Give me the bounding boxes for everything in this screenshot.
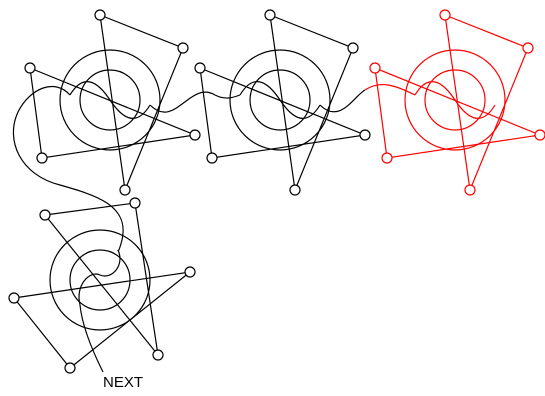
outer-ring: [59, 49, 161, 151]
outer-ring: [49, 229, 151, 331]
connector-path-next-tail: [79, 304, 104, 373]
inner-ring: [424, 69, 486, 131]
star-point-dots: [369, 9, 545, 196]
star-triangle-down: [29, 67, 198, 159]
star-triangle-up: [269, 14, 354, 193]
star-circle-motif-2: [194, 9, 371, 196]
star-circle-motif-1: [24, 9, 201, 196]
outer-ring: [404, 49, 506, 151]
star-triangle-down: [374, 67, 543, 159]
connector-path-2-to-3: [319, 89, 366, 113]
inner-ring: [249, 69, 311, 131]
outer-ring: [229, 49, 331, 151]
inner-ring: [69, 249, 131, 311]
star-point-dots: [24, 9, 201, 196]
star-triangle-up: [99, 14, 184, 193]
inner-s-curve: [78, 249, 121, 306]
connector-path-2-to-3-red: [364, 83, 416, 96]
connector-path-1-to-2: [149, 91, 241, 113]
next-label: NEXT: [103, 374, 144, 391]
star-point-dots: [194, 9, 371, 196]
star-triangle-up: [444, 14, 529, 193]
star-triangle-down: [12, 271, 193, 369]
star-triangle-down: [199, 67, 368, 159]
star-point-dots: [8, 197, 196, 374]
star-circle-motif-3: [369, 9, 545, 196]
star-circle-motif-4: [8, 197, 196, 374]
inner-ring: [79, 69, 141, 131]
connector-path-1-to-4: [12, 85, 124, 252]
